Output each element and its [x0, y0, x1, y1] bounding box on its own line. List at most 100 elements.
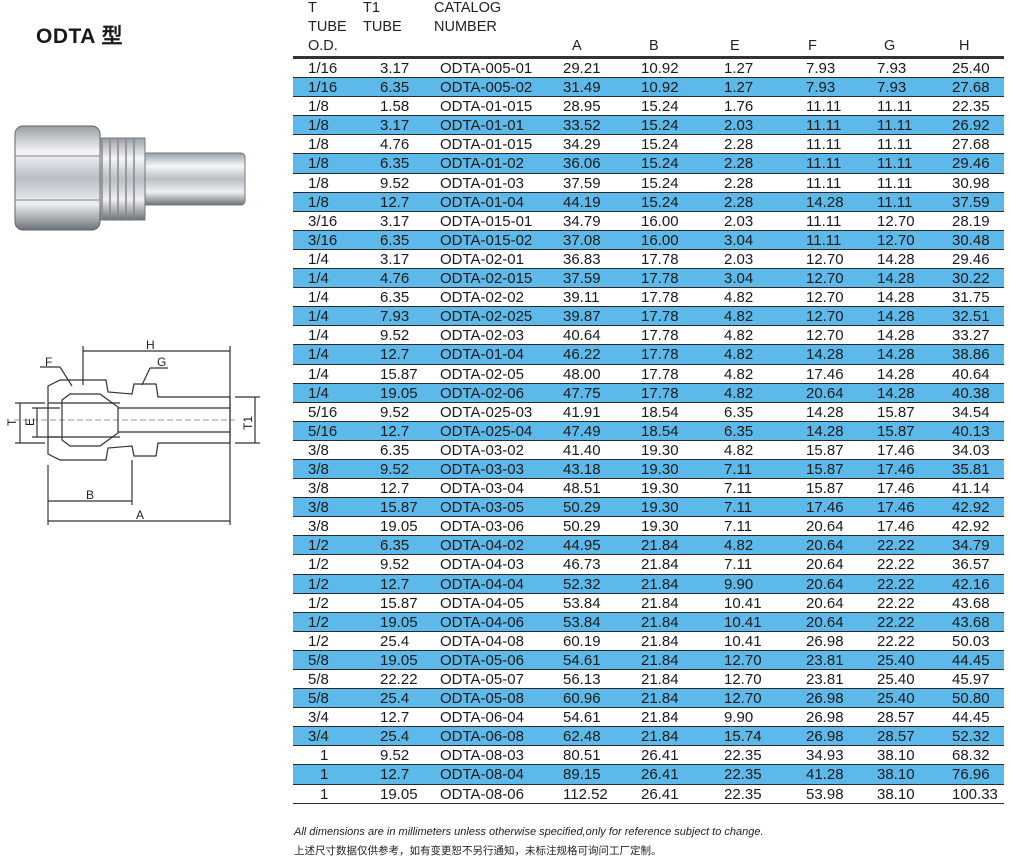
- cell-b: 17.78: [641, 384, 679, 402]
- cell-g: 17.46: [877, 441, 915, 459]
- cell-g: 25.40: [877, 690, 915, 708]
- cell-tube-od: 3/4: [308, 709, 329, 727]
- cell-f: 53.98: [806, 785, 844, 803]
- cell-t1-tube: 12.7: [380, 709, 410, 727]
- cell-f: 15.87: [806, 460, 844, 478]
- cell-t1-tube: 25.4: [380, 690, 410, 708]
- cell-e: 2.28: [724, 193, 754, 211]
- cell-t1-tube: 6.35: [380, 441, 410, 459]
- cell-t1-tube: 22.22: [380, 671, 418, 688]
- cell-h: 44.45: [952, 651, 990, 669]
- cell-t1-tube: 15.87: [380, 365, 418, 383]
- cell-h: 29.46: [952, 155, 990, 173]
- cell-catalog-number: ODTA-05-07: [440, 671, 524, 688]
- cell-b: 17.78: [641, 270, 679, 288]
- cell-a: 80.51: [563, 747, 601, 765]
- cell-h: 40.64: [952, 365, 990, 383]
- cell-a: 41.91: [563, 403, 601, 421]
- cell-b: 17.78: [641, 365, 679, 383]
- cell-tube-od: 3/8: [308, 499, 329, 517]
- cell-a: 40.64: [563, 327, 601, 345]
- cell-tube-od: 1/8: [308, 174, 329, 192]
- cell-g: 22.22: [877, 575, 915, 593]
- cell-catalog-number: ODTA-01-015: [440, 98, 533, 116]
- cell-g: 17.46: [877, 499, 915, 517]
- page-title: ODTA 型: [36, 25, 123, 48]
- cell-a: 48.00: [563, 365, 601, 383]
- cell-b: 18.54: [641, 422, 679, 440]
- label-h: H: [146, 338, 155, 352]
- cell-e: 12.70: [724, 671, 762, 688]
- cell-f: 14.28: [806, 346, 844, 364]
- cell-t1-tube: 15.87: [380, 594, 418, 612]
- cell-g: 22.22: [877, 537, 915, 555]
- cell-h: 36.57: [952, 556, 990, 574]
- cell-b: 21.84: [641, 613, 679, 631]
- cell-g: 14.28: [877, 346, 915, 364]
- cell-t1-tube: 19.05: [380, 518, 418, 536]
- cell-catalog-number: ODTA-06-08: [440, 728, 524, 746]
- cell-f: 15.87: [806, 441, 844, 459]
- cell-a: 50.29: [563, 518, 601, 536]
- cell-a: 37.59: [563, 270, 601, 288]
- label-t: T: [5, 418, 19, 426]
- header-f: F: [808, 38, 817, 54]
- cell-b: 21.84: [641, 728, 679, 746]
- cell-tube-od: 3/8: [308, 460, 329, 478]
- cell-f: 7.93: [806, 79, 836, 97]
- cell-e: 12.70: [724, 690, 762, 708]
- cell-t1-tube: 25.4: [380, 728, 410, 746]
- cell-f: 12.70: [806, 289, 844, 307]
- cell-h: 30.98: [952, 174, 990, 192]
- cell-catalog-number: ODTA-03-02: [440, 441, 524, 459]
- cell-h: 28.19: [952, 212, 990, 230]
- cell-g: 11.11: [877, 136, 913, 154]
- cell-b: 26.41: [641, 747, 679, 765]
- cell-g: 11.11: [877, 193, 913, 211]
- cell-t1-tube: 9.52: [380, 747, 410, 765]
- cell-tube-od: 3/4: [308, 728, 329, 746]
- cell-f: 11.11: [806, 155, 842, 173]
- cell-catalog-number: ODTA-01-01: [440, 117, 524, 135]
- cell-g: 15.87: [877, 403, 915, 421]
- cell-a: 50.29: [563, 499, 601, 517]
- cell-catalog-number: ODTA-01-02: [440, 155, 524, 173]
- cell-t1-tube: 9.52: [380, 174, 410, 192]
- cell-tube-od: 1/8: [308, 98, 329, 116]
- cell-a: 34.29: [563, 136, 601, 154]
- label-a: A: [136, 508, 144, 522]
- cell-g: 22.22: [877, 613, 915, 631]
- cell-f: 11.11: [806, 117, 842, 135]
- cell-f: 34.93: [806, 747, 844, 765]
- cell-g: 17.46: [877, 460, 915, 478]
- cell-e: 10.41: [724, 594, 762, 612]
- cell-f: 7.93: [806, 60, 836, 77]
- label-f: F: [45, 355, 52, 369]
- cell-g: 14.28: [877, 365, 915, 383]
- header-t1-line2: TUBE: [363, 19, 402, 35]
- cell-f: 20.64: [806, 575, 844, 593]
- cell-catalog-number: ODTA-025-03: [440, 403, 533, 421]
- cell-tube-od: 1/16: [308, 79, 338, 97]
- cell-h: 30.48: [952, 231, 990, 249]
- cell-b: 21.84: [641, 709, 679, 727]
- cell-catalog-number: ODTA-08-06: [440, 785, 524, 803]
- cell-b: 15.24: [641, 98, 679, 116]
- cell-h: 22.35: [952, 98, 990, 116]
- cell-h: 29.46: [952, 250, 990, 268]
- cell-t1-tube: 12.7: [380, 766, 410, 784]
- cell-h: 40.13: [952, 422, 990, 440]
- cell-b: 17.78: [641, 289, 679, 307]
- cell-t1-tube: 7.93: [380, 308, 410, 326]
- fitting-photo: [14, 125, 246, 231]
- cell-tube-od: 1/4: [308, 250, 329, 268]
- cell-h: 76.96: [952, 766, 990, 784]
- cell-e: 2.28: [724, 174, 754, 192]
